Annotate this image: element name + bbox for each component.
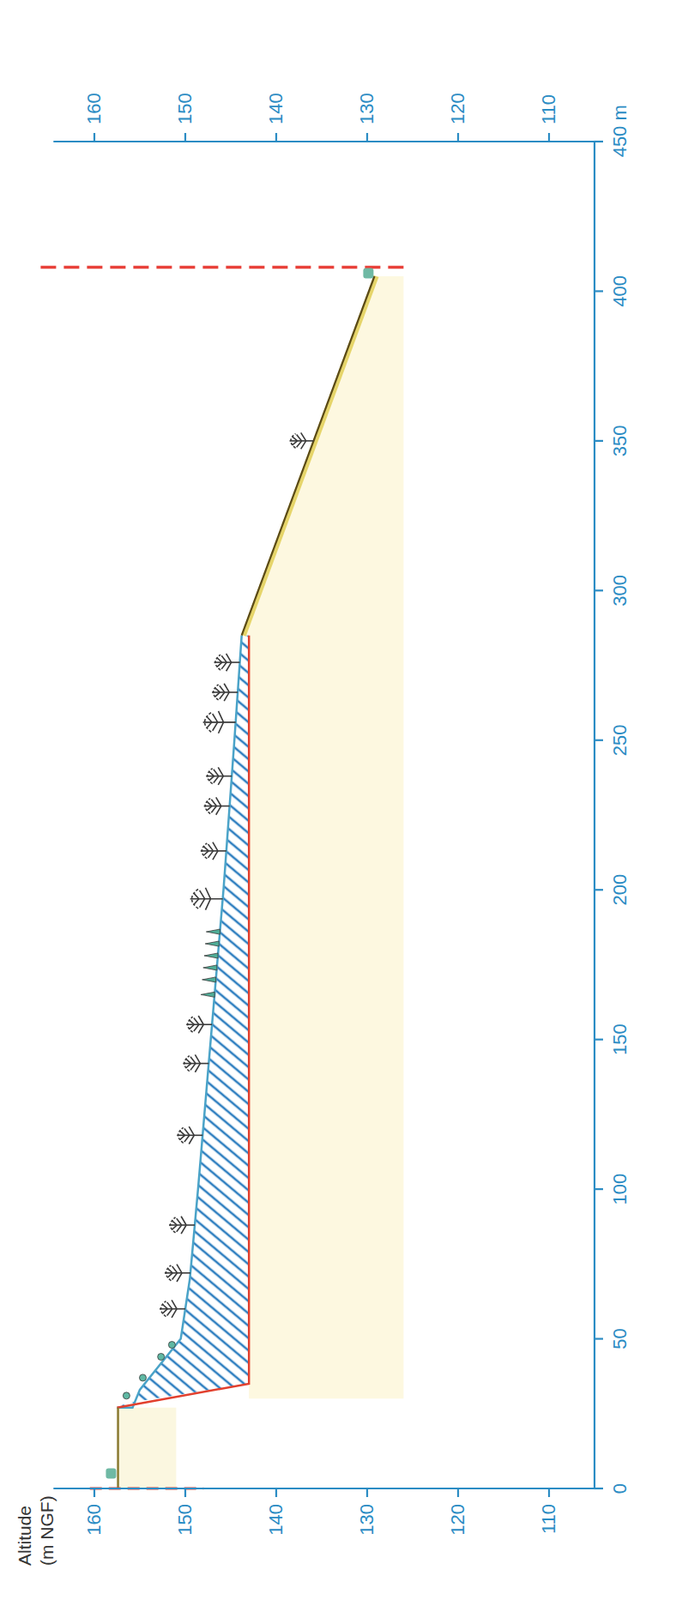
tick-label: 150 bbox=[610, 1023, 630, 1056]
tick-label: 110 bbox=[539, 94, 559, 125]
tick-label: 0 bbox=[610, 1483, 630, 1494]
tree-symbol bbox=[205, 766, 232, 785]
axis-title: (m NGF) bbox=[37, 1495, 56, 1566]
tree-symbol bbox=[169, 1216, 195, 1234]
tick-label: 100 bbox=[610, 1173, 630, 1206]
tick-label: 250 bbox=[610, 724, 630, 756]
tree-symbol bbox=[190, 887, 224, 911]
shrub-symbol bbox=[202, 977, 217, 983]
hatched-zone bbox=[117, 635, 250, 1408]
shrub-symbol bbox=[205, 929, 220, 935]
ground-fill bbox=[241, 276, 405, 1399]
shrub-symbol bbox=[157, 1352, 165, 1360]
tree-symbol bbox=[164, 1264, 191, 1282]
tree-symbol bbox=[159, 1299, 186, 1317]
tick-label: 300 bbox=[610, 574, 630, 607]
tick-label: 350 bbox=[610, 425, 630, 458]
tick-label: 130 bbox=[357, 1503, 377, 1536]
shrub-symbol bbox=[168, 1341, 176, 1349]
shrub-symbol bbox=[205, 941, 219, 947]
ground-line bbox=[116, 1407, 120, 1489]
zone-boundary bbox=[117, 635, 250, 1408]
tree-symbol bbox=[186, 1015, 212, 1033]
tree-symbol bbox=[211, 683, 238, 701]
shrub-symbol bbox=[122, 1392, 130, 1400]
ground-fill bbox=[119, 1407, 177, 1489]
ground-surface bbox=[117, 635, 242, 1408]
tick-label: 200 bbox=[610, 874, 630, 906]
limit-line bbox=[35, 265, 404, 270]
marker-symbol bbox=[105, 1468, 116, 1479]
tick-label: 140 bbox=[266, 1503, 286, 1536]
shrub-symbol bbox=[200, 991, 215, 997]
tick-label: 400 bbox=[610, 275, 630, 308]
slope-line bbox=[241, 276, 375, 636]
tick-label: 130 bbox=[357, 92, 377, 125]
tree-symbol bbox=[200, 842, 227, 860]
axes bbox=[53, 132, 604, 1497]
marker-symbol bbox=[362, 268, 374, 279]
tick-label: 50 bbox=[610, 1327, 630, 1349]
tree-symbol bbox=[203, 711, 236, 734]
tick-label: 110 bbox=[539, 1503, 559, 1534]
tick-label: 160 bbox=[84, 92, 104, 125]
axis-title: Altitude bbox=[15, 1505, 34, 1566]
tick-label: 120 bbox=[448, 1503, 468, 1536]
tick-label: 450 m bbox=[610, 104, 630, 157]
shrub-symbol bbox=[138, 1374, 146, 1382]
tree-symbol bbox=[289, 432, 314, 449]
tick-label: 160 bbox=[84, 1503, 104, 1536]
tick-label: 140 bbox=[266, 92, 286, 125]
tree-symbol bbox=[176, 1126, 203, 1144]
tick-label: 120 bbox=[448, 92, 468, 125]
shrub-symbol bbox=[203, 965, 218, 971]
tree-symbol bbox=[214, 653, 241, 671]
tree-symbol bbox=[204, 796, 230, 815]
tick-label: 150 bbox=[175, 92, 195, 125]
slope-line bbox=[243, 276, 377, 636]
shrub-symbol bbox=[204, 953, 218, 959]
tree-symbol bbox=[182, 1054, 209, 1072]
tick-label: 150 bbox=[175, 1503, 195, 1536]
